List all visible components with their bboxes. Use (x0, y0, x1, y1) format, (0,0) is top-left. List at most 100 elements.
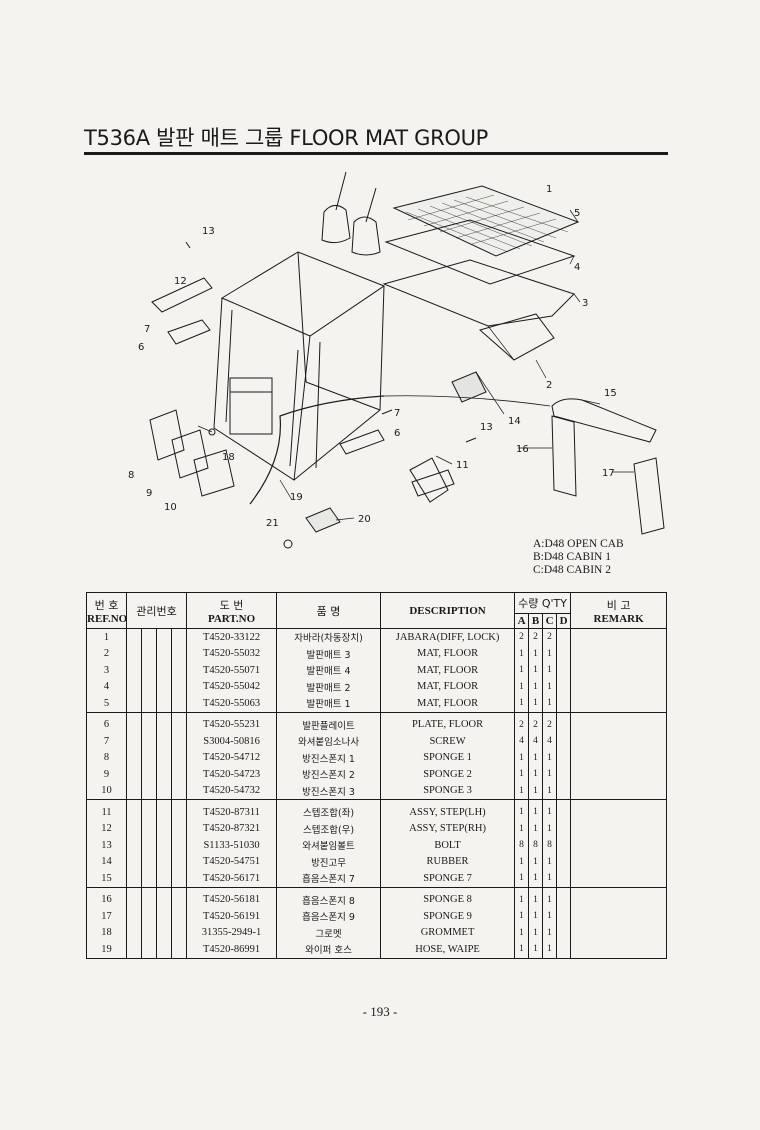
description-cell: SPONGE 2 (380, 766, 516, 783)
qty-b-cell: 8 (528, 837, 544, 854)
exploded-parts-diagram: 1 2 3 4 5 6 6 7 7 8 9 10 11 12 13 13 14 … (128, 171, 665, 549)
qty-c-cell: 1 (542, 924, 558, 941)
qty-c-cell: 2 (542, 712, 558, 733)
part-no-cell: S1133-51030 (186, 837, 278, 854)
description-cell: SPONGE 8 (380, 887, 516, 908)
part-name-cell: 스텝조합(좌) (276, 799, 382, 821)
part-name-cell: 와이퍼 호스 (276, 941, 382, 959)
mgmt-cell (126, 870, 142, 888)
mgmt-cell (156, 820, 172, 837)
mgmt-cell (126, 749, 142, 766)
description-cell: PLATE, FLOOR (380, 712, 516, 733)
qty-c-cell: 1 (542, 782, 558, 800)
description-cell: HOSE, WAIPE (380, 941, 516, 959)
cab-frame-shape (213, 251, 386, 481)
description-cell: JABARA(DIFF, LOCK) (380, 628, 516, 646)
mgmt-cell (170, 924, 188, 941)
mgmt-cell (126, 712, 142, 733)
part-name-cell: 자바라(차동장치) (276, 628, 382, 646)
ref-no-cell: 15 (86, 870, 127, 888)
mgmt-cell (156, 766, 172, 783)
ref-no-cell: 6 (86, 712, 127, 733)
qty-a-cell: 1 (514, 870, 530, 888)
mgmt-cell (141, 870, 157, 888)
callout-8: 8 (128, 470, 134, 481)
part-no-cell: T4520-55231 (186, 712, 278, 733)
floor-mat-3-shape (382, 259, 575, 327)
qty-a-cell: 1 (514, 695, 530, 713)
part-name-cell: 방진고무 (276, 853, 382, 870)
qty-a-cell: 4 (514, 733, 530, 750)
qty-d-cell (556, 820, 572, 837)
part-no-cell: T4520-87311 (186, 799, 278, 821)
description-cell: SPONGE 7 (380, 870, 516, 888)
step-assy-shape (409, 457, 449, 503)
mgmt-cell (126, 908, 142, 925)
variant-c: C:D48 CABIN 2 (533, 564, 611, 576)
mgmt-cell (141, 766, 157, 783)
qty-a-cell: 1 (514, 799, 530, 821)
qty-c-cell: 1 (542, 766, 558, 783)
part-name-cell: 발판매트 2 (276, 678, 382, 695)
qty-d-cell (556, 924, 572, 941)
jabara-boot-left-shape (321, 205, 351, 244)
ref-no-cell: 14 (86, 853, 127, 870)
callout-19: 19 (290, 492, 303, 503)
part-no-cell: T4520-86991 (186, 941, 278, 959)
remark-cell (570, 662, 668, 679)
part-name-cell: 발판매트 1 (276, 695, 382, 713)
ref-no-cell: 17 (86, 908, 127, 925)
mgmt-cell (170, 799, 188, 821)
part-name-cell: 그로멧 (276, 924, 382, 941)
callout-7b: 7 (394, 408, 400, 419)
description-cell: MAT, FLOOR (380, 695, 516, 713)
part-no-cell: T4520-55032 (186, 645, 278, 662)
qty-a-cell: 1 (514, 908, 530, 925)
qty-c-cell: 1 (542, 887, 558, 908)
mgmt-cell (156, 870, 172, 888)
ref-no-cell: 8 (86, 749, 127, 766)
qty-d-cell (556, 782, 572, 800)
mgmt-cell (170, 733, 188, 750)
mgmt-cell (156, 749, 172, 766)
rubber-mount-shape (451, 371, 487, 403)
description-cell: MAT, FLOOR (380, 662, 516, 679)
mgmt-cell (141, 799, 157, 821)
qty-a-cell: 8 (514, 837, 530, 854)
part-no-cell: T4520-56171 (186, 870, 278, 888)
qty-a-cell: 1 (514, 853, 530, 870)
remark-cell (570, 695, 668, 713)
qty-c-cell: 1 (542, 853, 558, 870)
ref-no-cell: 4 (86, 678, 127, 695)
part-no-cell: T4520-55071 (186, 662, 278, 679)
sponge-9-shape (171, 429, 209, 479)
callout-9: 9 (146, 488, 152, 499)
qty-b-cell: 1 (528, 749, 544, 766)
mgmt-cell (170, 766, 188, 783)
qty-b-cell: 1 (528, 853, 544, 870)
remark-cell (570, 733, 668, 750)
mgmt-cell (156, 924, 172, 941)
description-cell: SPONGE 9 (380, 908, 516, 925)
callout-13b: 13 (480, 422, 493, 433)
callout-2: 2 (546, 380, 552, 391)
grommet-shape (283, 539, 293, 549)
callout-16: 16 (516, 444, 529, 455)
mgmt-cell (141, 924, 157, 941)
part-no-cell: T4520-33122 (186, 628, 278, 646)
remark-cell (570, 853, 668, 870)
mgmt-cell (126, 678, 142, 695)
mgmt-cell (126, 662, 142, 679)
qty-a-cell: 1 (514, 924, 530, 941)
part-no-cell: T4520-87321 (186, 820, 278, 837)
remark-cell (570, 837, 668, 854)
qty-d-cell (556, 887, 572, 908)
callout-7: 7 (144, 324, 150, 335)
part-no-cell: T4520-54751 (186, 853, 278, 870)
